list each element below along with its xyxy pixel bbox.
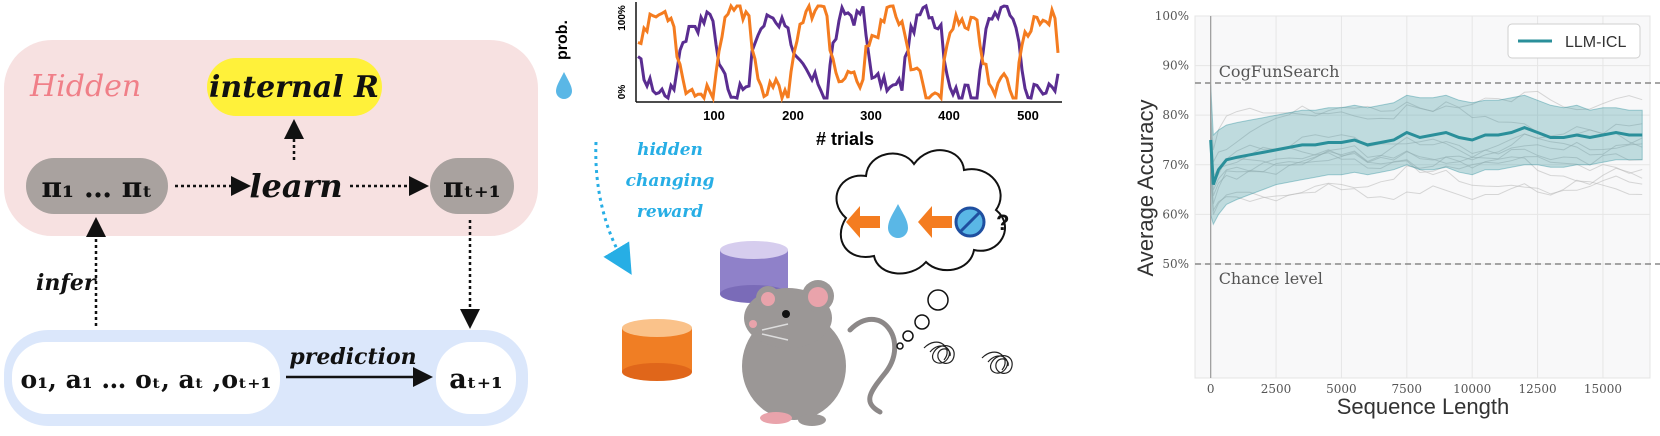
infer-label: infer xyxy=(36,270,97,296)
xtick-500: 500 xyxy=(1017,108,1039,123)
run-line xyxy=(1210,167,1643,215)
run-line xyxy=(1210,90,1643,151)
mouse-icon xyxy=(742,280,898,426)
xtick-400: 400 xyxy=(938,108,960,123)
model-diagram-svg: Hidden internal R π₁ … πₜ learn πₜ₊₁ inf… xyxy=(4,40,538,426)
y-tick-label: 100% xyxy=(1155,9,1189,23)
learn-label: learn xyxy=(249,167,342,205)
next-action-box xyxy=(436,342,516,414)
x-tick-label: 5000 xyxy=(1326,382,1357,396)
panel-mouse-task: 100% 0% prob. 100 200 300 400 500 # tria… xyxy=(550,0,1065,432)
policy-sequence-box xyxy=(26,158,168,214)
probability-line-purple xyxy=(637,3,1060,101)
xtick-300: 300 xyxy=(860,108,882,123)
reward-annotation-arrow xyxy=(594,141,632,275)
orange-cylinder-icon xyxy=(622,319,692,381)
y-tick-label: 80% xyxy=(1162,108,1189,122)
internal-reward-box xyxy=(207,58,382,116)
reference-line-label: CogFunSearch xyxy=(1219,62,1340,81)
y-tick-label: 60% xyxy=(1162,207,1189,221)
annotation-changing: changing xyxy=(626,171,715,191)
trials-axis-label: # trials xyxy=(816,129,874,149)
mouse-task-svg: 100% 0% prob. 100 200 300 400 500 # tria… xyxy=(554,1,1062,426)
y-axis-label: Average Accuracy xyxy=(1133,100,1158,277)
series-line-llm-icl xyxy=(1209,125,1643,186)
scribble-icon xyxy=(923,341,1013,374)
x-axis-label: Sequence Length xyxy=(1337,394,1510,419)
legend: LLM-ICL xyxy=(1507,23,1641,59)
reference-line-label: Chance level xyxy=(1219,269,1323,288)
no-water-icon xyxy=(954,206,986,238)
question-mark: ? xyxy=(996,210,1009,235)
y-tick-label: 90% xyxy=(1162,59,1189,73)
y-tick-label: 50% xyxy=(1162,257,1189,271)
xtick-200: 200 xyxy=(782,108,804,123)
x-tick-label: 15000 xyxy=(1584,382,1622,396)
run-line xyxy=(1210,134,1643,184)
x-tick-label: 2500 xyxy=(1261,382,1292,396)
run-line xyxy=(1210,123,1643,212)
left-arrow-icon xyxy=(846,206,880,238)
panel-model-diagram: Hidden internal R π₁ … πₜ learn πₜ₊₁ inf… xyxy=(0,0,550,432)
confidence-band xyxy=(1210,85,1643,226)
x-tick-label: 12500 xyxy=(1518,382,1556,396)
hidden-label: Hidden xyxy=(29,69,141,104)
annotation-reward: reward xyxy=(637,202,703,222)
prediction-label: prediction xyxy=(289,344,416,370)
observation-sequence-label: o₁, a₁ … oₜ, aₜ ,oₜ₊₁ xyxy=(21,365,272,394)
ytick-bottom: 0% xyxy=(617,85,628,100)
next-policy-label: πₜ₊₁ xyxy=(443,171,501,204)
run-line xyxy=(1210,133,1643,205)
probability-trace xyxy=(635,1,1062,104)
legend-label: LLM-ICL xyxy=(1565,34,1626,51)
y-tick-label: 70% xyxy=(1162,158,1189,172)
water-drop-icon xyxy=(888,204,908,238)
run-line xyxy=(1210,137,1643,195)
next-action-label: aₜ₊₁ xyxy=(449,364,503,395)
probability-line-orange xyxy=(637,1,1060,104)
annotation-hidden: hidden xyxy=(637,140,703,160)
next-policy-box xyxy=(430,158,514,214)
thought-cloud xyxy=(835,149,1006,350)
x-tick-label: 10000 xyxy=(1453,382,1491,396)
internal-reward-label: internal R xyxy=(209,70,379,105)
ytick-top: 100% xyxy=(617,5,628,31)
xtick-100: 100 xyxy=(703,108,725,123)
axis-ticks: 0 2500 5000 7500 10000 12500 15000 50% 60% 70% 80%… xyxy=(1155,9,1622,396)
x-tick-label: 7500 xyxy=(1392,382,1423,396)
x-tick-label: 0 xyxy=(1207,382,1215,396)
observation-sequence-box xyxy=(12,342,280,414)
prob-axis-label: prob. xyxy=(554,20,571,60)
policy-sequence-label: π₁ … πₜ xyxy=(41,171,152,204)
water-drop-icon xyxy=(556,72,572,99)
left-arrow-icon xyxy=(918,206,952,238)
